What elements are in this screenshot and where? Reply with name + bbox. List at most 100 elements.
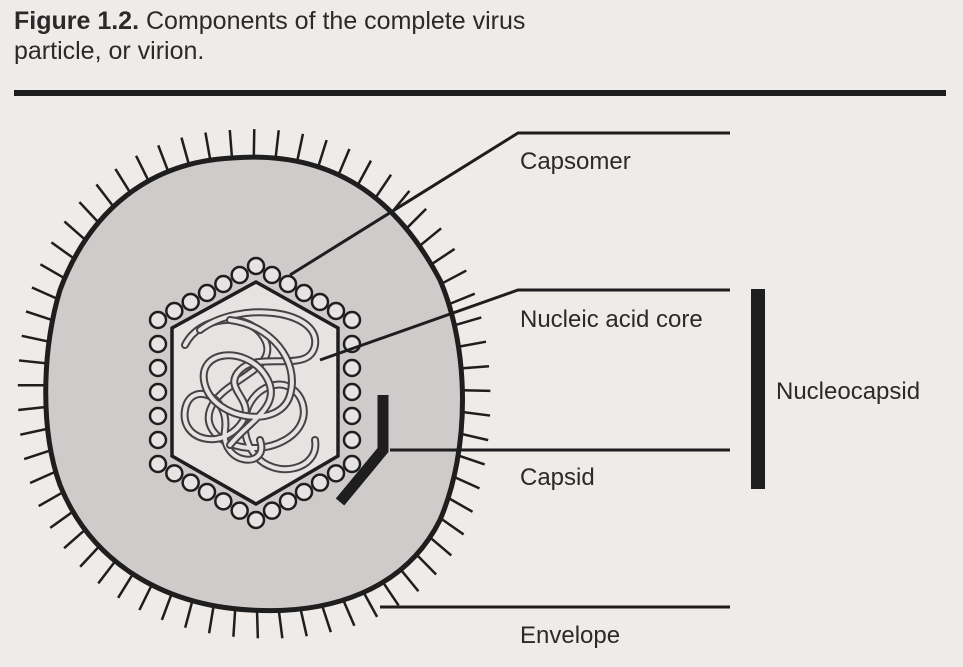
envelope-spike: [157, 144, 170, 172]
envelope-spike: [405, 208, 427, 230]
nucleic-acid-core-label: Nucleic acid core: [520, 306, 703, 333]
capsomer-bead: [181, 473, 200, 492]
capsomer-bead: [342, 358, 362, 378]
envelope-spike: [295, 133, 305, 162]
envelope-spike: [78, 201, 100, 224]
capsomer-bead: [342, 406, 362, 426]
envelope-spike: [114, 168, 132, 194]
figure-caption: Figure 1.2. Components of the complete v…: [14, 6, 634, 66]
envelope-spike: [50, 241, 75, 260]
capsomer-bead: [342, 454, 362, 474]
envelope-spike: [453, 475, 480, 490]
envelope-spike: [460, 432, 489, 442]
envelope-spike: [430, 247, 456, 266]
envelope-spike: [232, 608, 237, 637]
envelope-spike: [277, 610, 284, 639]
caption-divider-rule: [14, 90, 946, 96]
nucleic-acid-core-leader-line: [319, 288, 730, 362]
envelope-spike: [183, 600, 194, 629]
capsomer-bead: [294, 482, 314, 502]
capsomer-bead: [246, 510, 266, 530]
capsomer-bead: [197, 482, 217, 502]
capsomer-ring: [148, 256, 362, 530]
envelope-spike: [228, 129, 234, 159]
envelope-spike: [447, 496, 474, 513]
envelope-spike: [462, 388, 491, 393]
capsomer-bead: [148, 430, 168, 450]
envelope-spike: [274, 130, 280, 159]
capsomer-bead: [262, 265, 282, 285]
envelope-spike: [204, 132, 212, 161]
envelope-spike: [25, 310, 54, 322]
capsomer-bead: [214, 274, 233, 294]
envelope-label: Envelope: [520, 622, 621, 649]
envelope-spike: [454, 316, 482, 327]
envelope-spike: [63, 528, 86, 550]
capsomer-bead: [148, 382, 168, 402]
envelope-spike: [207, 605, 215, 634]
envelope-spike: [21, 334, 50, 343]
nucleocapsid-label: Nucleocapsid: [776, 378, 921, 405]
envelope-spikes: [17, 129, 491, 639]
envelope-spike: [134, 155, 150, 182]
envelope-spike: [299, 608, 308, 637]
envelope-spike: [160, 593, 173, 621]
caption-text-line2: particle, or virion.: [14, 37, 205, 65]
envelope-spike: [320, 605, 333, 633]
figure-number: Figure 1.2.: [14, 7, 140, 35]
leader-lines: [289, 131, 730, 609]
envelope-spike: [23, 449, 52, 461]
capsomer-bead: [246, 256, 266, 276]
capsid-label: Capsid: [520, 464, 595, 491]
envelope-spike: [374, 173, 393, 199]
envelope-spike: [97, 560, 117, 585]
capsomer-bead: [197, 283, 217, 303]
envelope-spike: [317, 139, 328, 168]
envelope-spike: [337, 148, 351, 176]
capsomer-bead: [278, 274, 298, 294]
capsomer-bead: [262, 501, 282, 520]
envelope-spike: [458, 340, 487, 348]
capsomer-bead: [342, 430, 362, 450]
caption-text-line1: Components of the complete virus: [139, 7, 526, 35]
envelope-spike: [31, 286, 58, 301]
envelope-spike: [18, 405, 47, 412]
capsomer-bead: [181, 292, 200, 312]
envelope-spike: [429, 536, 453, 557]
envelope-spike: [415, 553, 438, 576]
capsomer-bead: [148, 454, 168, 474]
envelope-spike: [439, 517, 465, 536]
capsomer-bead: [148, 334, 168, 354]
envelope-spike: [381, 581, 400, 607]
envelope-spike: [457, 454, 486, 466]
envelope-spike: [255, 610, 260, 639]
envelope-spike: [180, 137, 191, 165]
envelope-spike: [342, 599, 356, 627]
envelope-spike: [448, 292, 476, 306]
capsomer-bead: [214, 492, 233, 511]
capsomer-bead: [148, 358, 168, 378]
envelope-spike: [362, 591, 379, 618]
envelope-spike: [63, 220, 87, 241]
capsomer-bead: [342, 310, 362, 330]
capsomer-bead: [148, 310, 168, 330]
capsid-chevron-marker: [335, 395, 389, 506]
nucleic-acid-strands: [180, 308, 320, 474]
envelope-spike: [95, 183, 115, 208]
envelope-spike: [39, 263, 66, 280]
envelope-spike: [461, 364, 490, 370]
capsomer-bead: [310, 473, 330, 492]
envelope-spike: [462, 410, 491, 417]
envelope-spike: [79, 545, 101, 568]
capsomer-label: Capsomer: [520, 148, 631, 175]
envelope-spike: [399, 568, 420, 593]
envelope-spike: [418, 227, 442, 248]
envelope-spike: [138, 584, 153, 611]
capsomer-bead: [165, 464, 184, 483]
capsomer-bead: [230, 501, 249, 520]
envelope-spike: [49, 510, 74, 529]
envelope-spike: [18, 359, 47, 365]
envelope-spike: [38, 491, 64, 508]
